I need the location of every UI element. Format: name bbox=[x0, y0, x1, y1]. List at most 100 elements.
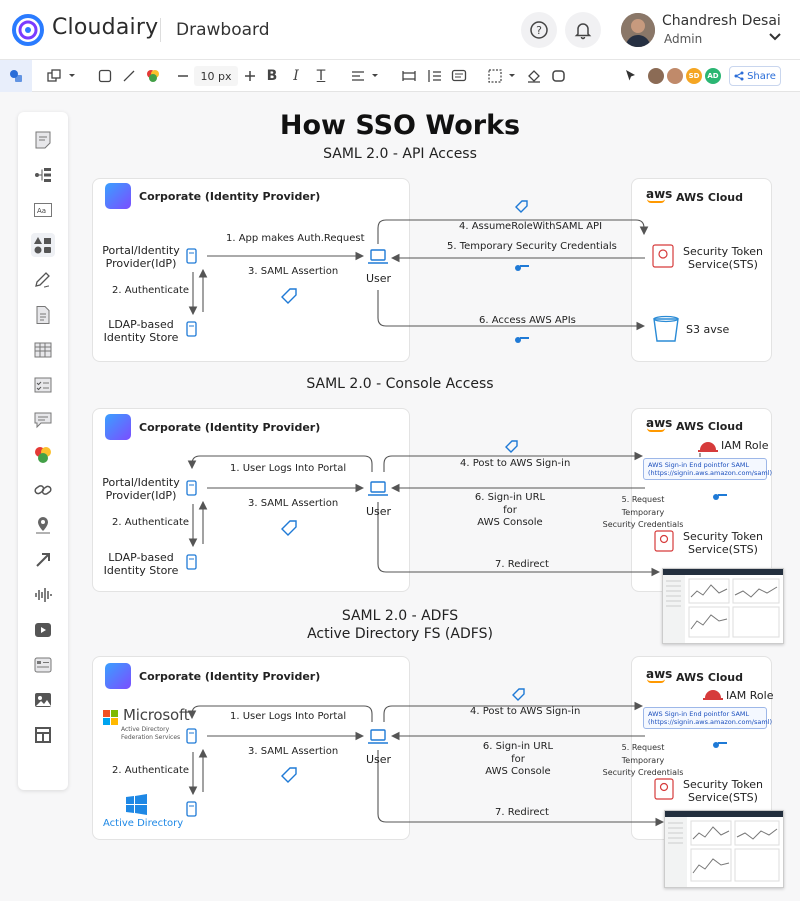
template-icon[interactable] bbox=[31, 723, 55, 747]
section2-arrows bbox=[187, 451, 701, 577]
shape-dropdown-icon[interactable] bbox=[44, 66, 78, 86]
collaborator-avatar-sd[interactable]: SD bbox=[686, 68, 702, 84]
corporate-panel-console[interactable] bbox=[92, 408, 410, 592]
windows-logo-icon bbox=[126, 794, 147, 815]
color-icon[interactable] bbox=[144, 66, 162, 86]
increase-icon[interactable] bbox=[243, 66, 257, 86]
user-label: User bbox=[366, 272, 392, 285]
signin-endpoint-box[interactable]: AWS Sign-in End pointfor SAML (https://s… bbox=[643, 458, 772, 480]
app-name: Drawboard bbox=[176, 20, 270, 40]
checklist-icon[interactable] bbox=[31, 373, 55, 397]
step-7-label: 7. Redirect bbox=[495, 559, 549, 570]
bell-icon[interactable] bbox=[565, 12, 601, 48]
svg-text:Aa: Aa bbox=[37, 207, 46, 215]
iam-role-label: IAM Role bbox=[726, 689, 774, 702]
pen-icon[interactable] bbox=[31, 268, 55, 292]
step-2-label: 2. Authenticate bbox=[112, 517, 190, 528]
line-icon[interactable] bbox=[120, 66, 138, 86]
location-pin-icon[interactable] bbox=[31, 513, 55, 537]
spacing-icon[interactable] bbox=[400, 66, 418, 86]
step-6-label: 6. Access AWS APIs bbox=[479, 315, 576, 326]
key-icons bbox=[515, 265, 727, 748]
step-5-label: 5. Request Temporary Security Credential… bbox=[602, 743, 684, 777]
step-1-label: 1. User Logs Into Portal bbox=[230, 463, 347, 474]
collaborator-avatar[interactable] bbox=[667, 68, 683, 84]
decrease-icon[interactable] bbox=[176, 66, 190, 86]
microsoft-logo-icon bbox=[103, 710, 118, 725]
corp-title-console: Corporate (Identity Provider) bbox=[139, 421, 321, 434]
italic-icon[interactable]: I bbox=[293, 68, 299, 84]
sts-label: Security Token Service(STS) bbox=[683, 530, 763, 556]
help-icon[interactable]: ? bbox=[521, 12, 557, 48]
sticky-note-icon[interactable] bbox=[31, 128, 55, 152]
step-5-label: 5. Temporary Security Credentials bbox=[447, 241, 617, 252]
step-7-label: 7. Redirect bbox=[495, 807, 549, 818]
aws-console-screenshot bbox=[664, 810, 784, 888]
collaborator-avatar-ad[interactable]: AD bbox=[705, 68, 721, 84]
rounded-corner-icon[interactable] bbox=[550, 66, 568, 86]
line-height-icon[interactable] bbox=[425, 66, 443, 86]
signin-endpoint-box[interactable]: AWS Sign-in End pointfor SAML (https://s… bbox=[643, 707, 772, 729]
card-icon[interactable] bbox=[31, 653, 55, 677]
cloudairy-logo-icon[interactable] bbox=[12, 14, 44, 46]
user-avatar[interactable] bbox=[621, 13, 655, 47]
aws-smile-icon bbox=[647, 428, 665, 432]
aws-panel-console[interactable] bbox=[631, 408, 772, 592]
font-size-field[interactable]: 10 px bbox=[194, 66, 238, 86]
text-icon[interactable]: T bbox=[316, 68, 326, 84]
building-icon bbox=[105, 663, 131, 689]
arrow-icon[interactable] bbox=[31, 548, 55, 572]
pointer-icon[interactable] bbox=[624, 66, 638, 86]
comment-icon[interactable] bbox=[450, 66, 468, 86]
grid-dropdown-icon[interactable] bbox=[485, 66, 519, 86]
top-bar: Cloudairy Drawboard ? Chandresh Desai Ad… bbox=[0, 0, 800, 60]
step-4-label: 4. AssumeRoleWithSAML API bbox=[459, 221, 603, 232]
text-box-icon[interactable]: Aa bbox=[31, 198, 55, 222]
sts-label: Security Token Service(STS) bbox=[683, 245, 763, 271]
portal-idp-label: Portal/Identity Provider(IdP) bbox=[102, 244, 180, 270]
step-4-label: 4. Post to AWS Sign-in bbox=[470, 706, 581, 717]
step-6-label: 6. Sign-in URL for AWS Console bbox=[482, 741, 554, 777]
video-icon[interactable] bbox=[31, 618, 55, 642]
aws-logo-icon: aws bbox=[646, 667, 673, 681]
aws-panel-api[interactable] bbox=[631, 178, 772, 362]
editor-toolbar: 10 px B I T SD AD bbox=[0, 60, 800, 92]
sts-label: Security Token Service(STS) bbox=[683, 778, 763, 804]
square-icon[interactable] bbox=[96, 66, 114, 86]
color-palette-icon[interactable] bbox=[31, 443, 55, 467]
bold-icon[interactable]: B bbox=[266, 68, 278, 84]
active-directory-label: Active Directory bbox=[103, 818, 184, 829]
document-icon[interactable] bbox=[31, 303, 55, 327]
aws-title-adfs: AWS Cloud bbox=[676, 671, 744, 684]
s3-label: S3 avse bbox=[686, 323, 730, 336]
aws-title-api: AWS Cloud bbox=[676, 191, 744, 204]
step-1-label: 1. User Logs Into Portal bbox=[230, 711, 347, 722]
collaborator-avatar[interactable] bbox=[648, 68, 664, 84]
iam-role-label: IAM Role bbox=[721, 439, 769, 452]
mindmap-icon[interactable] bbox=[31, 163, 55, 187]
audio-icon[interactable] bbox=[31, 583, 55, 607]
shapes-icon[interactable] bbox=[31, 233, 55, 257]
share-icon bbox=[734, 71, 744, 81]
device-icons bbox=[186, 248, 197, 817]
table-icon[interactable] bbox=[31, 338, 55, 362]
section-heading-console: SAML 2.0 - Console Access bbox=[306, 376, 494, 392]
portal-idp-label: Portal/Identity Provider(IdP) bbox=[102, 476, 180, 502]
section1-arrows bbox=[188, 219, 649, 331]
image-icon[interactable] bbox=[31, 688, 55, 712]
step-2-label: 2. Authenticate bbox=[112, 285, 190, 296]
step-3-label: 3. SAML Assertion bbox=[248, 498, 339, 509]
aws-panel-adfs[interactable] bbox=[631, 656, 772, 840]
section-heading-adfs-sub: Active Directory FS (ADFS) bbox=[307, 626, 493, 642]
layers-icon[interactable] bbox=[0, 60, 32, 92]
step-3-label: 3. SAML Assertion bbox=[248, 746, 339, 757]
share-button[interactable]: Share bbox=[729, 66, 781, 86]
building-icon bbox=[105, 183, 131, 209]
comment-icon[interactable] bbox=[31, 408, 55, 432]
fill-icon[interactable] bbox=[525, 66, 543, 86]
align-dropdown-icon[interactable] bbox=[349, 66, 381, 86]
link-icon[interactable] bbox=[31, 478, 55, 502]
corporate-panel-api[interactable] bbox=[92, 178, 410, 362]
chevron-down-icon[interactable] bbox=[768, 32, 782, 42]
